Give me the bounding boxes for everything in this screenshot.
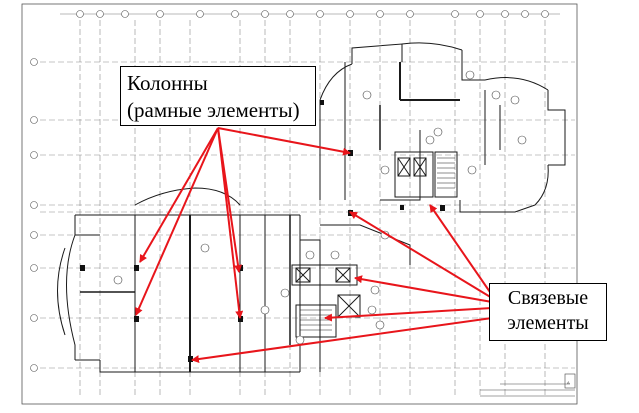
sheet-frame xyxy=(21,3,578,405)
callout-bracing-line1: Связевые xyxy=(507,287,589,309)
callout-columns: Колонны (рамные элементы) xyxy=(120,66,316,126)
sheet-corner-mark: А xyxy=(567,380,570,385)
arrow-to-bracing-3 xyxy=(354,275,493,303)
arrow-to-bracing-2 xyxy=(349,211,493,299)
arrows-columns xyxy=(135,127,351,319)
callout-bracing: Связевые элементы xyxy=(489,283,607,341)
arrow-to-bracing-1 xyxy=(429,204,493,296)
callout-columns-line2: (рамные элементы) xyxy=(127,98,300,122)
core-stairs-elevators xyxy=(291,151,458,338)
arrow-to-bracing-4 xyxy=(324,307,493,322)
arrow-to-column-1 xyxy=(139,127,219,263)
arrows-bracing xyxy=(191,204,493,363)
callout-bracing-line2: элементы xyxy=(507,312,589,334)
arrow-to-column-4 xyxy=(217,127,244,319)
room-tags xyxy=(113,70,527,345)
left-axis-markers xyxy=(30,58,38,372)
callout-columns-line1: Колонны xyxy=(127,71,208,95)
title-block xyxy=(480,373,576,397)
building-walls xyxy=(57,42,566,373)
arrow-to-bracing-5 xyxy=(191,317,493,363)
arrow-to-column-2 xyxy=(135,127,219,316)
arrow-to-column-5 xyxy=(217,127,351,156)
top-axis-markers xyxy=(60,10,560,18)
